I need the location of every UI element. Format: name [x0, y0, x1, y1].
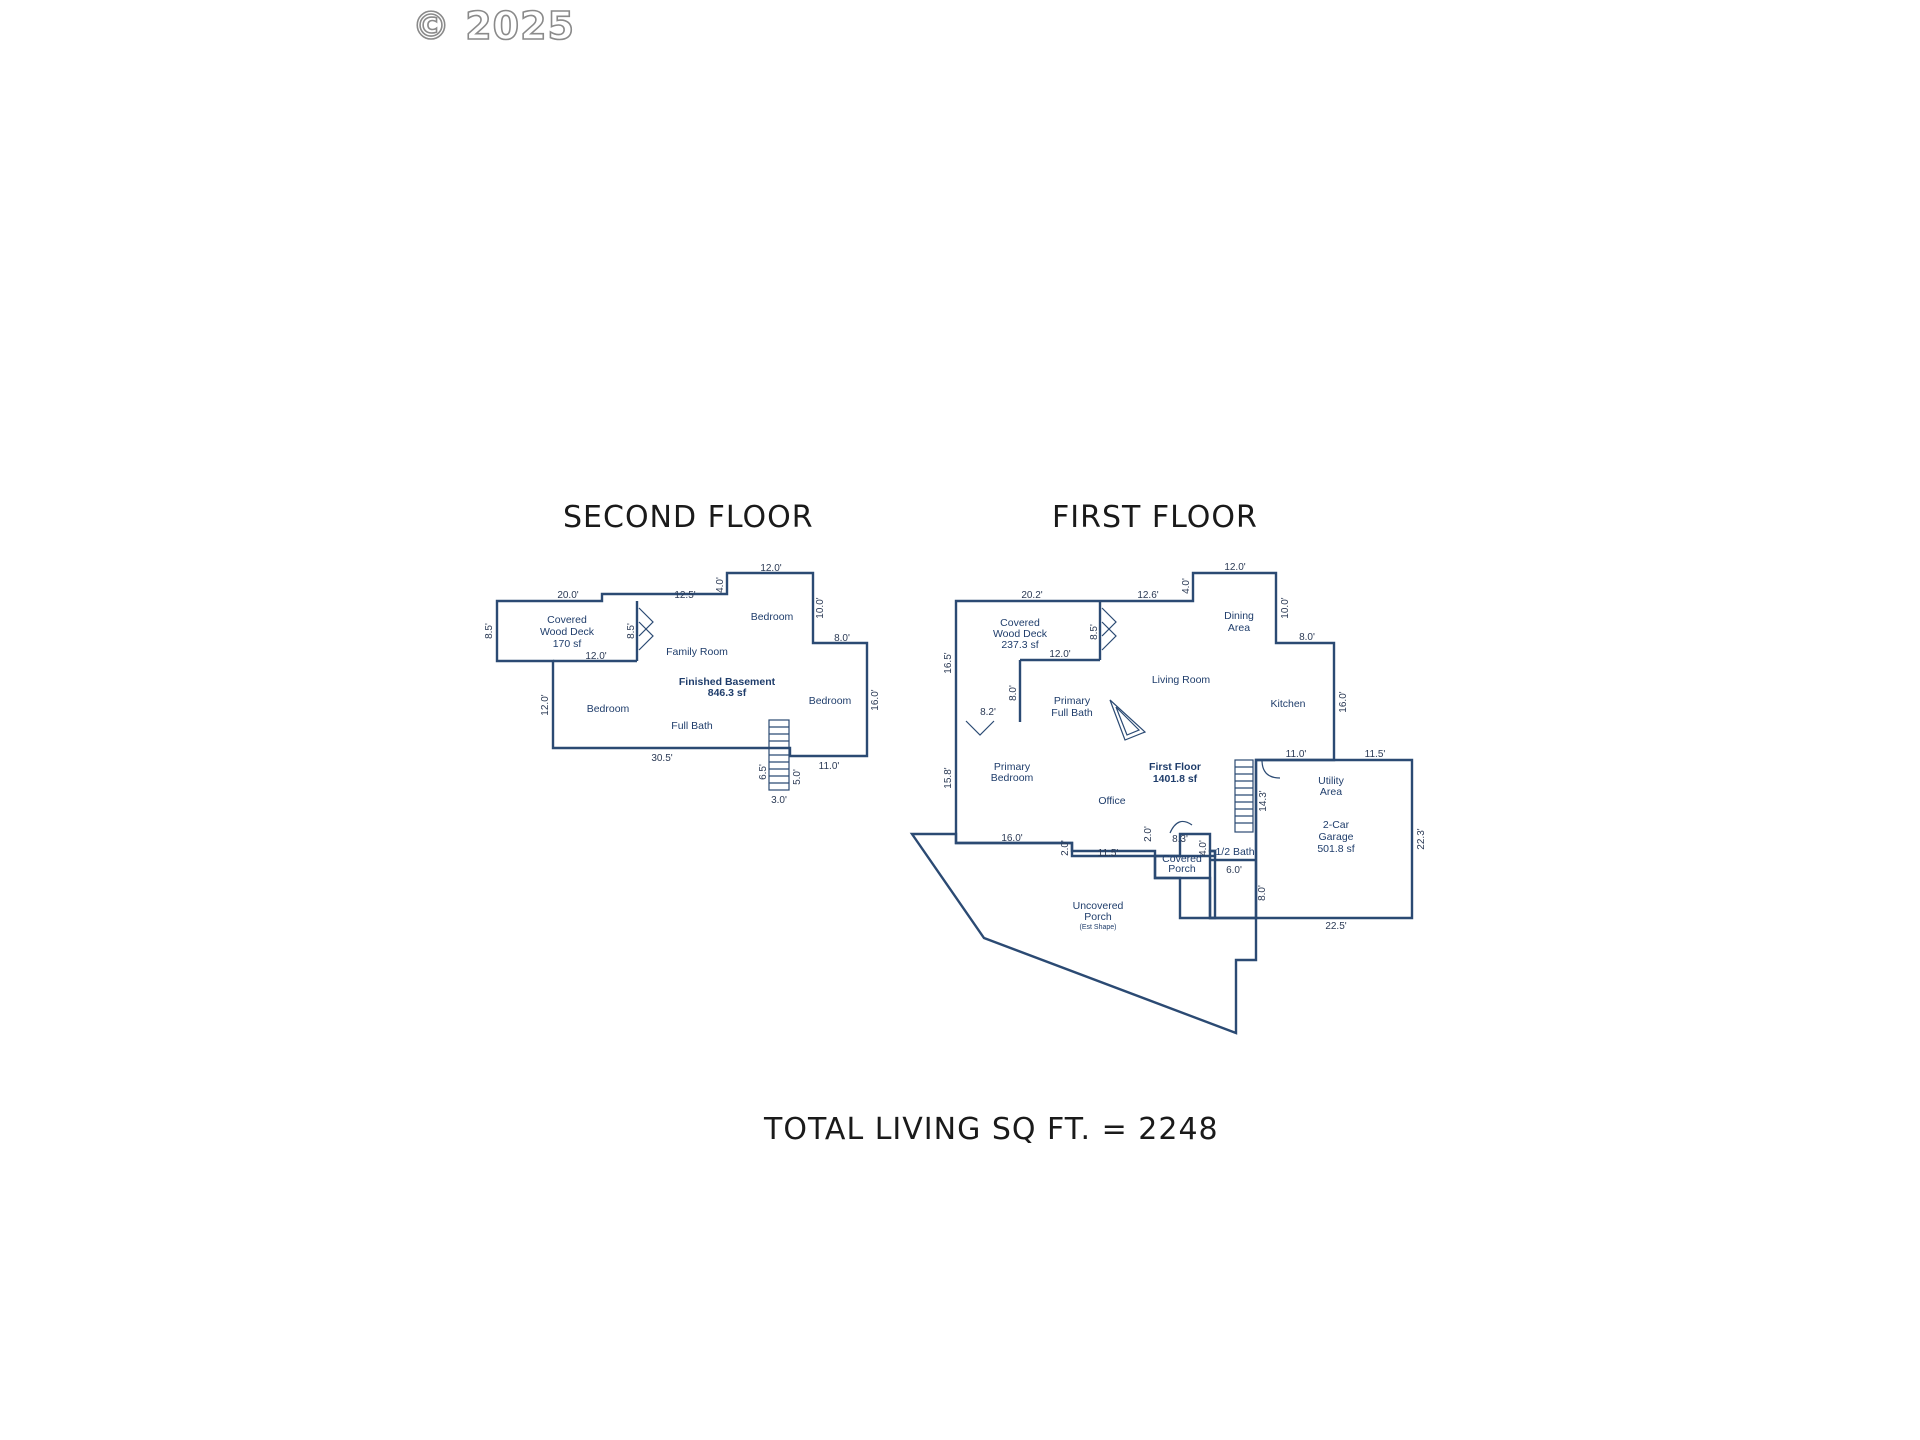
- dim-label: 16.0': [1338, 691, 1349, 712]
- uncovered-porch-outline: [909, 832, 1258, 1035]
- half-bath-label: 1/2 Bath: [1215, 846, 1254, 858]
- garage-outline: [1254, 758, 1414, 920]
- dim-label: 14.3': [1258, 790, 1269, 811]
- primary-full-bath-label: Primary: [1054, 695, 1091, 707]
- tub-icon: [1109, 699, 1147, 741]
- dim-label: 5.0': [792, 769, 803, 785]
- door-swing-icon-2: [1101, 621, 1117, 651]
- second-floor-outline: [495, 571, 869, 758]
- bedroom-top-label: Bedroom: [751, 611, 794, 623]
- first-floor-stairs-icon: [1234, 759, 1254, 833]
- dim-label: 16.0': [1001, 833, 1022, 844]
- dim-label: 12.0': [1224, 562, 1245, 573]
- living-room-label: Living Room: [1152, 674, 1211, 686]
- dim-label: 8.5': [1089, 624, 1100, 640]
- dim-label: 4.0': [1198, 840, 1209, 856]
- dim-label: 11.0': [819, 761, 840, 772]
- dim-label: 8.0': [1257, 885, 1268, 901]
- garage-label: 2-Car: [1323, 819, 1350, 831]
- bedroom-right-label: Bedroom: [809, 695, 852, 707]
- dim-label: 4.0': [715, 577, 726, 593]
- dim-label: 22.3': [1416, 828, 1427, 849]
- tub-inner-icon: [1115, 706, 1141, 736]
- dim-label: 6.5': [758, 764, 769, 780]
- dim-label: 12.6': [1137, 590, 1158, 601]
- dim-label: 22.5': [1325, 921, 1346, 932]
- dim-label: 11.5': [1098, 848, 1119, 859]
- dim-label: 10.0': [815, 597, 826, 618]
- ff-covered-deck-label: Covered: [1000, 617, 1040, 629]
- dim-label: 12.0': [760, 563, 781, 574]
- dim-label: 20.0': [557, 590, 578, 601]
- covered-deck-label-2: Wood Deck: [540, 626, 595, 638]
- first-floor-title: FIRST FLOOR: [1052, 500, 1258, 535]
- garage-label-2: Garage: [1318, 831, 1353, 843]
- bedroom-door-icon: [965, 720, 995, 736]
- dim-label: 8.0': [1299, 632, 1315, 643]
- utility-door-swing-icon: [1261, 759, 1281, 779]
- dim-label: 15.8': [943, 767, 954, 788]
- second-floor-plan: Covered Wood Deck 170 sf Family Room Bed…: [484, 563, 881, 806]
- primary-bedroom-label-2: Bedroom: [991, 772, 1034, 784]
- dim-label: 12.5': [674, 590, 695, 601]
- dim-label: 2.0': [1060, 840, 1071, 856]
- stair-treads: [769, 726, 789, 784]
- primary-bedroom-label: Primary: [994, 761, 1031, 773]
- uncovered-porch-label: Uncovered: [1073, 900, 1124, 912]
- dim-label: 10.0': [1280, 597, 1291, 618]
- dim-label: 12.0': [540, 694, 551, 715]
- dining-area-label: Dining: [1224, 610, 1254, 622]
- ff-covered-deck-label-2: Wood Deck: [993, 628, 1048, 640]
- dim-label: 16.0': [870, 689, 881, 710]
- dim-label: 30.5': [651, 753, 672, 764]
- dim-label: 8.0': [834, 633, 850, 644]
- second-floor-title: SECOND FLOOR: [563, 500, 814, 535]
- dining-area-label-2: Area: [1228, 622, 1250, 634]
- covered-porch-label-2: Porch: [1168, 863, 1196, 875]
- first-floor-area: 1401.8 sf: [1153, 773, 1198, 785]
- first-floor-label: First Floor: [1149, 761, 1201, 773]
- full-bath-label: Full Bath: [671, 720, 713, 732]
- dim-label: 12.0': [1049, 649, 1070, 660]
- covered-deck-label: Covered: [547, 614, 587, 626]
- utility-area-label-2: Area: [1320, 786, 1342, 798]
- bedroom-left-label: Bedroom: [587, 703, 630, 715]
- first-floor-stair-treads: [1235, 766, 1253, 824]
- porch-door-swing-icon: [1169, 820, 1193, 834]
- utility-area-label: Utility: [1318, 775, 1344, 787]
- kitchen-label: Kitchen: [1270, 698, 1305, 710]
- dim-label: 11.5': [1365, 749, 1386, 760]
- dim-label: 3.0': [771, 795, 787, 806]
- dim-label: 11.0': [1286, 749, 1307, 760]
- door-swing-icon: [1101, 607, 1117, 637]
- dim-label: 8.3': [1172, 834, 1188, 845]
- dim-label: 6.0': [1226, 865, 1242, 876]
- dim-label: 2.0': [1143, 826, 1154, 842]
- dim-label: 8.2': [980, 707, 996, 718]
- dim-label: 12.0': [585, 651, 606, 662]
- family-room-label: Family Room: [666, 646, 728, 658]
- finished-basement-label: Finished Basement: [679, 676, 776, 688]
- uncovered-porch-note: (Est Shape): [1080, 924, 1117, 931]
- copyright-watermark: © 2025: [411, 3, 575, 49]
- deck-door-swing-icon-2: [638, 621, 654, 651]
- uncovered-porch-label-2: Porch: [1084, 911, 1112, 923]
- covered-deck-area: 170 sf: [553, 638, 582, 650]
- garage-area: 501.8 sf: [1317, 843, 1354, 855]
- dim-label: 16.5': [943, 652, 954, 673]
- dim-label: 8.5': [484, 623, 495, 639]
- dim-label: 4.0': [1181, 578, 1192, 594]
- primary-full-bath-label-2: Full Bath: [1051, 707, 1093, 719]
- dim-label: 8.0': [1008, 685, 1019, 701]
- ff-covered-deck-area: 237.3 sf: [1001, 639, 1038, 651]
- office-label: Office: [1098, 795, 1125, 807]
- deck-door-swing-icon: [638, 607, 654, 637]
- dim-label: 8.5': [626, 623, 637, 639]
- covered-porch-label: Covered: [1162, 853, 1202, 865]
- total-living-sqft: TOTAL LIVING SQ FT. = 2248: [764, 1112, 1219, 1147]
- dim-label: 20.2': [1021, 590, 1042, 601]
- finished-basement-area: 846.3 sf: [708, 687, 747, 699]
- first-floor-plan: Covered Wood Deck 237.3 sf Dining Area L…: [909, 562, 1427, 1035]
